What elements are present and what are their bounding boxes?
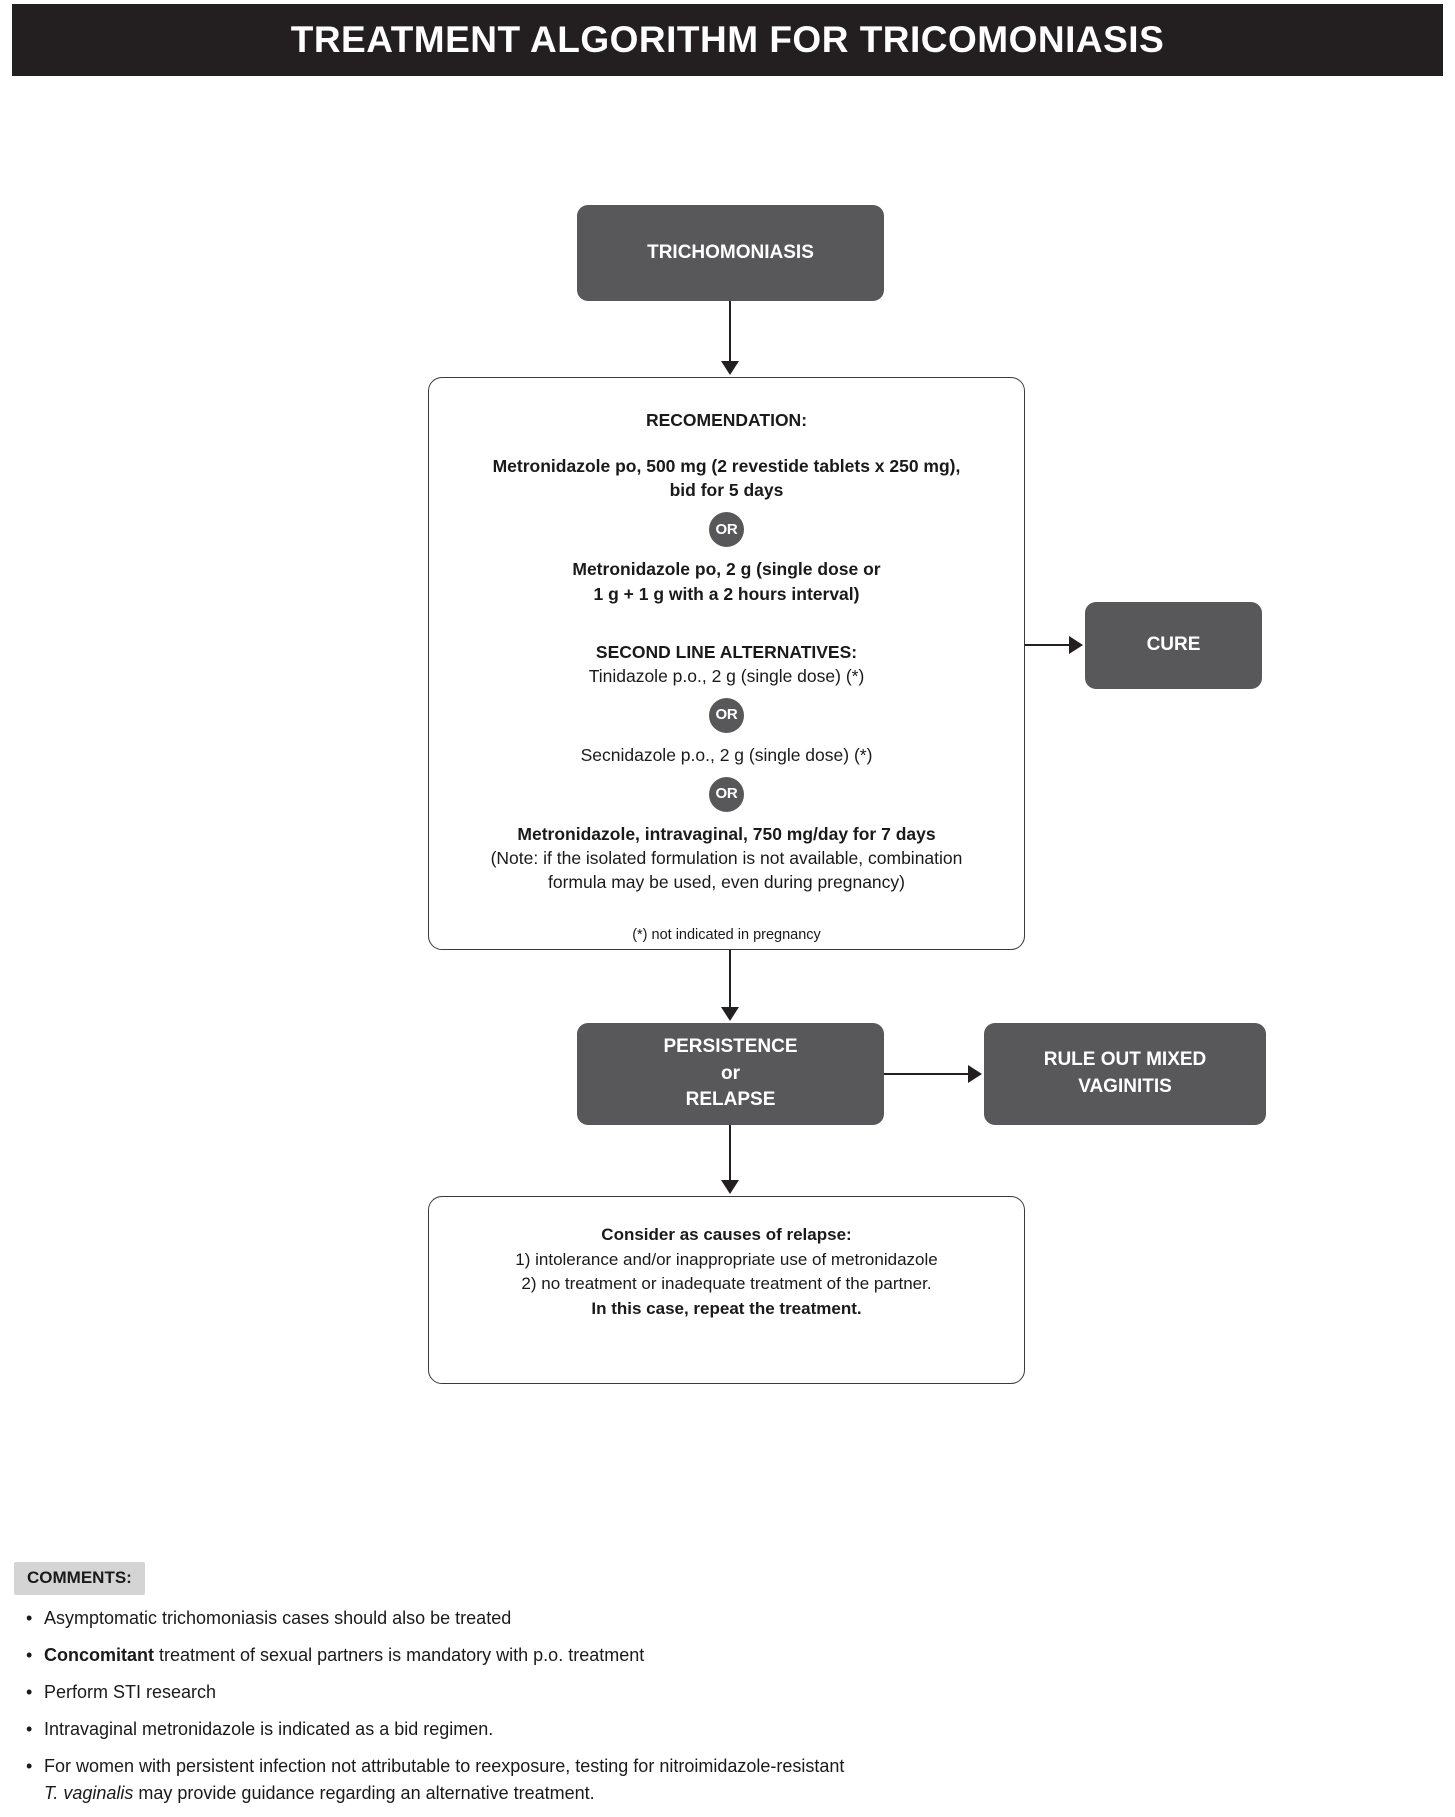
- relapse-closing: In this case, repeat the treatment.: [591, 1298, 862, 1318]
- node-persistence-line2: or: [721, 1062, 740, 1084]
- relapse-causes-content: Consider as causes of relapse: 1) intole…: [429, 1197, 1024, 1322]
- recommendation-second-line-1: Metronidazole po, 2 g (single dose or: [572, 559, 881, 580]
- recommendation-alt-2: Secnidazole p.o., 2 g (single dose) (*): [580, 744, 873, 765]
- comment-text: Intravaginal metronidazole is indicated …: [44, 1716, 1166, 1743]
- node-persistence-line3: RELAPSE: [685, 1089, 776, 1111]
- recommendation-first-line-1: Metronidazole po, 500 mg (2 revestide ta…: [492, 456, 961, 477]
- spacer: [451, 606, 1002, 640]
- comments-badge: COMMENTS:: [14, 1562, 145, 1595]
- node-relapse-causes: Consider as causes of relapse: 1) intole…: [428, 1196, 1025, 1384]
- comment-body-line2: may provide guidance regarding an altern…: [133, 1783, 595, 1803]
- comment-text: Concomitant treatment of sexual partners…: [44, 1642, 1166, 1669]
- recommendation-heading: RECOMENDATION:: [645, 410, 808, 430]
- comment-item: • Asymptomatic trichomoniasis cases shou…: [26, 1605, 1166, 1632]
- node-ruleout-line2: VAGINITIS: [1078, 1076, 1172, 1097]
- comment-item: • Intravaginal metronidazole is indicate…: [26, 1716, 1166, 1743]
- recommendation-footnote: (*) not indicated in pregnancy: [632, 926, 821, 943]
- or-divider-1: OR: [451, 512, 1002, 548]
- comment-text: Perform STI research: [44, 1679, 1166, 1706]
- connector-persistence-to-ruleout: [884, 1073, 970, 1075]
- comment-text: Asymptomatic trichomoniasis cases should…: [44, 1605, 1166, 1632]
- relapse-item-2: 2) no treatment or inadequate treatment …: [521, 1274, 932, 1294]
- node-persistence-stack: PERSISTENCE or RELAPSE: [663, 1034, 797, 1115]
- node-cure: CURE: [1085, 602, 1262, 689]
- arrowhead-recommendation-to-persistence: [721, 1007, 739, 1021]
- recommendation-alt-heading: SECOND LINE ALTERNATIVES:: [595, 641, 858, 662]
- page-header: TREATMENT ALGORITHM FOR TRICOMONIASIS: [12, 4, 1443, 76]
- bullet-icon: •: [26, 1719, 33, 1739]
- connector-recommendation-to-persistence: [729, 950, 731, 1009]
- comment-item: • For women with persistent infection no…: [26, 1753, 1166, 1807]
- node-persistence-line1: PERSISTENCE: [663, 1035, 798, 1057]
- arrowhead-persistence-to-ruleout: [968, 1065, 982, 1083]
- comment-item: • Perform STI research: [26, 1679, 1166, 1706]
- bullet-icon: •: [26, 1645, 33, 1665]
- node-cure-label: CURE: [1146, 634, 1201, 656]
- node-ruleout-stack: RULE OUT MIXED VAGINITIS: [1044, 1047, 1207, 1101]
- connector-persistence-to-causes: [729, 1125, 731, 1182]
- comment-body: treatment of sexual partners is mandator…: [154, 1645, 645, 1665]
- comment-item: • Concomitant treatment of sexual partne…: [26, 1642, 1166, 1669]
- node-trichomoniasis-label: TRICHOMONIASIS: [647, 241, 814, 263]
- recommendation-first-line-2: bid for 5 days: [669, 480, 784, 501]
- node-trichomoniasis: TRICHOMONIASIS: [577, 205, 884, 301]
- node-recommendation: RECOMENDATION: Metronidazole po, 500 mg …: [428, 377, 1025, 950]
- node-ruleout-line1: RULE OUT MIXED: [1043, 1049, 1207, 1071]
- page-title: TREATMENT ALGORITHM FOR TRICOMONIASIS: [290, 19, 1165, 60]
- recommendation-alt-3: Metronidazole, intravaginal, 750 mg/day …: [517, 824, 936, 845]
- bullet-icon: •: [26, 1682, 33, 1702]
- connector-recommendation-to-cure: [1025, 644, 1071, 646]
- or-badge-icon: OR: [709, 777, 744, 813]
- comment-text: For women with persistent infection not …: [44, 1753, 1166, 1807]
- comments-list: • Asymptomatic trichomoniasis cases shou…: [26, 1605, 1166, 1817]
- comment-species-name: T. vaginalis: [44, 1783, 134, 1803]
- or-badge-icon: OR: [709, 512, 744, 548]
- recommendation-alt-3-note-1: (Note: if the isolated formulation is no…: [490, 848, 963, 869]
- recommendation-second-line-2: 1 g + 1 g with a 2 hours interval): [593, 583, 860, 604]
- or-divider-3: OR: [451, 777, 1002, 813]
- bullet-icon: •: [26, 1608, 33, 1628]
- arrowhead-recommendation-to-cure: [1069, 636, 1083, 654]
- comment-body: Perform STI research: [44, 1682, 217, 1702]
- comment-body-line1: For women with persistent infection not …: [44, 1756, 845, 1776]
- recommendation-alt-1: Tinidazole p.o., 2 g (single dose) (*): [588, 665, 865, 686]
- relapse-item-1: 1) intolerance and/or inappropriate use …: [515, 1249, 938, 1269]
- or-divider-2: OR: [451, 697, 1002, 733]
- arrowhead-start-to-recommendation: [721, 361, 739, 375]
- comment-body: Asymptomatic trichomoniasis cases should…: [44, 1608, 512, 1628]
- arrowhead-persistence-to-causes: [721, 1180, 739, 1194]
- comment-emphasis: Concomitant: [44, 1645, 154, 1665]
- node-rule-out-mixed-vaginitis: RULE OUT MIXED VAGINITIS: [984, 1023, 1266, 1125]
- recommendation-alt-3-note-2: formula may be used, even during pregnan…: [547, 872, 905, 893]
- node-persistence-relapse: PERSISTENCE or RELAPSE: [577, 1023, 884, 1125]
- connector-start-to-recommendation: [729, 301, 731, 363]
- comment-body: Intravaginal metronidazole is indicated …: [44, 1719, 494, 1739]
- bullet-icon: •: [26, 1756, 33, 1776]
- recommendation-content: RECOMENDATION: Metronidazole po, 500 mg …: [429, 378, 1024, 945]
- relapse-heading: Consider as causes of relapse:: [601, 1225, 852, 1244]
- or-badge-icon: OR: [709, 697, 744, 733]
